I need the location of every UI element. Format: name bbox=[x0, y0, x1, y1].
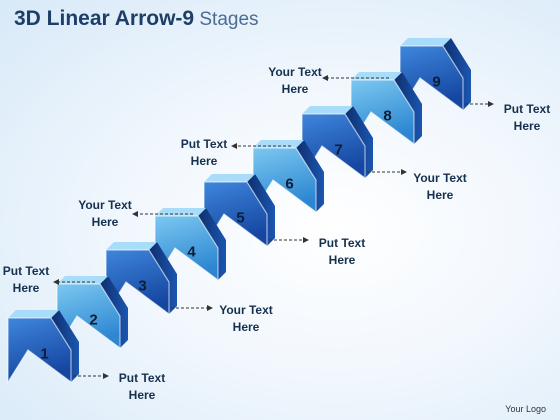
chevron-side bbox=[443, 38, 471, 110]
chevron-stage-8: 8 bbox=[350, 72, 422, 147]
chevron-stage-2: 2 bbox=[56, 276, 128, 351]
stage-label-line: Put Text bbox=[504, 102, 550, 116]
page-title: 3D Linear Arrow-9 Stages bbox=[14, 7, 259, 31]
chevron-face bbox=[7, 317, 72, 385]
stage-number: 3 bbox=[138, 277, 146, 294]
stage-number: 8 bbox=[383, 107, 391, 124]
chevron-stage-9: 9 bbox=[399, 38, 471, 113]
chevron-top bbox=[8, 310, 59, 318]
stage-label-line: Put Text bbox=[3, 264, 49, 278]
chevron-stack: 9 8 7 6 5 4 3 2 1 bbox=[7, 38, 471, 385]
chevron-top bbox=[351, 72, 402, 80]
stage-label-line: Put Text bbox=[319, 236, 365, 250]
stage-label-line: Here bbox=[191, 154, 218, 168]
chevron-side bbox=[394, 72, 422, 144]
stage-label-line: Here bbox=[92, 215, 119, 229]
stage-label-line: Here bbox=[329, 253, 356, 267]
chevron-side bbox=[51, 310, 79, 382]
chevron-stage-1: 1 bbox=[7, 310, 79, 385]
stage-label-line: Here bbox=[514, 119, 541, 133]
chevron-top bbox=[204, 174, 255, 182]
chevron-side bbox=[247, 174, 275, 246]
chevron-top bbox=[400, 38, 451, 46]
stage-number: 4 bbox=[187, 243, 196, 260]
stage-number: 9 bbox=[432, 73, 440, 90]
chevron-side bbox=[345, 106, 373, 178]
stage-number: 6 bbox=[285, 175, 293, 192]
logo-text: Your Logo bbox=[505, 404, 546, 414]
stage-label-line: Here bbox=[233, 320, 260, 334]
title-suffix: Stages bbox=[194, 9, 259, 30]
title-main: 3D Linear Arrow- bbox=[14, 7, 183, 30]
title-number: 9 bbox=[182, 7, 195, 30]
stage-label-line: Your Text bbox=[268, 65, 322, 79]
stage-label-line: Your Text bbox=[78, 198, 132, 212]
stage-label-line: Here bbox=[13, 281, 40, 295]
chevron-stage-5: 5 bbox=[203, 174, 275, 249]
chevron-side bbox=[296, 140, 324, 212]
stage-number: 1 bbox=[40, 345, 48, 362]
chevron-side bbox=[149, 242, 177, 314]
chevron-stage-3: 3 bbox=[105, 242, 177, 317]
stage-number: 7 bbox=[334, 141, 342, 158]
chevron-side bbox=[198, 208, 226, 280]
stage-label-line: Your Text bbox=[413, 171, 467, 185]
chevron-top bbox=[302, 106, 353, 114]
chevron-top bbox=[57, 276, 108, 284]
chevron-top bbox=[253, 140, 304, 148]
chevron-side bbox=[100, 276, 128, 348]
connector-layer bbox=[53, 75, 494, 379]
stage-label-line: Put Text bbox=[119, 371, 165, 385]
stage-label-line: Put Text bbox=[181, 137, 227, 151]
stage-label-line: Here bbox=[129, 388, 156, 402]
stage-number: 2 bbox=[89, 311, 97, 328]
chevron-top bbox=[155, 208, 206, 216]
stage-label-line: Here bbox=[427, 188, 454, 202]
stage-label-line: Your Text bbox=[219, 303, 273, 317]
stage-label-line: Here bbox=[282, 82, 309, 96]
stage-number: 5 bbox=[236, 209, 244, 226]
chevron-top bbox=[106, 242, 157, 250]
